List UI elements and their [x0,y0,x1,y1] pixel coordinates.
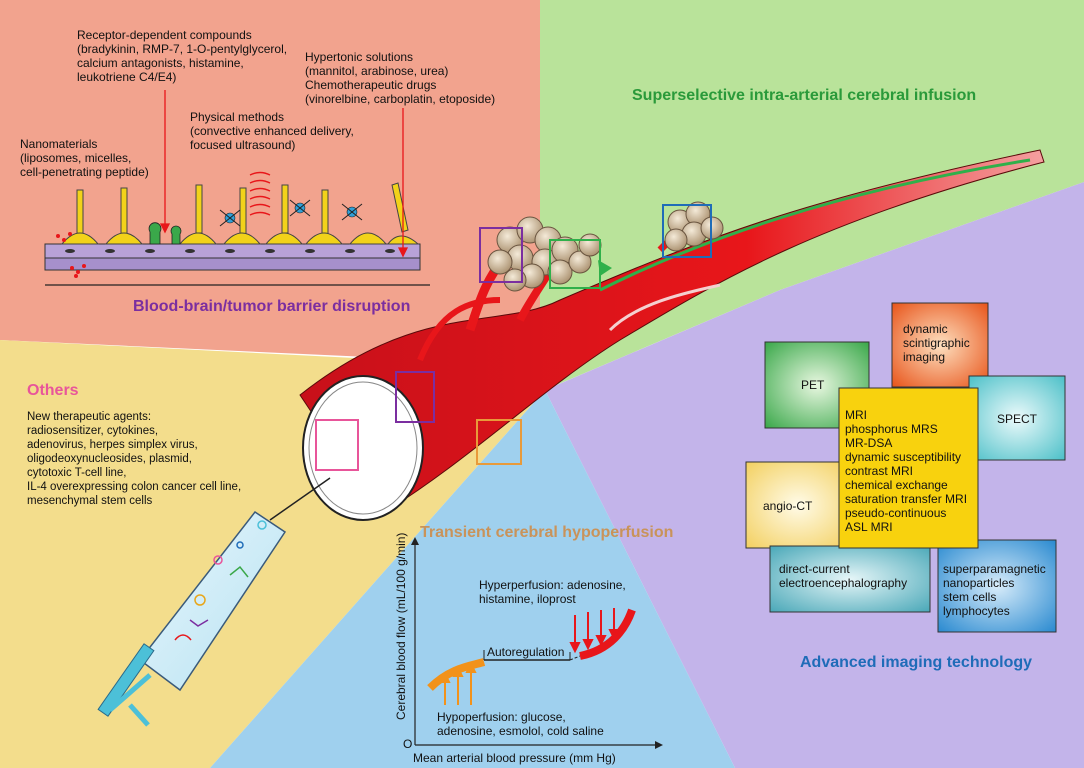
imaging-boxes [745,302,1066,633]
hypoperfusion-panel [210,390,735,768]
y-axis-label: Cerebral blood flow (mL/100 g/min) [394,533,408,720]
bbb-title: Blood-brain/tumor barrier disruption [133,298,411,315]
hypo-title: Transient cerebral hypoperfusion [420,524,674,541]
autoregulation-label: Autoregulation [487,645,564,659]
highlight-squares [315,204,712,471]
scintigraphic-label: dynamic scintigraphic imaging [903,322,970,364]
imaging-title: Advanced imaging technology [800,654,1033,671]
hypertonic-chemo-text: Hypertonic solutions (mannitol, arabinos… [305,50,496,106]
dc-eeg-label: direct-current electroencephalography [779,562,908,590]
nanomaterials-text: Nanomaterials (liposomes, micelles, cell… [20,137,149,179]
pet-label: PET [801,378,825,392]
angio-ct-label: angio-CT [763,499,813,513]
mri-label: MRI phosphorus MRS MR-DSA dynamic suscep… [845,408,968,534]
origin-label: O [403,737,412,751]
x-axis-label: Mean arterial blood pressure (mm Hg) [413,751,616,765]
superparamagnetic-label: superparamagnetic nanoparticles stem cel… [943,562,1046,618]
endothelium-illustration [44,90,430,286]
autoregulation-curve: O Mean arterial blood pressure (mm Hg) C… [394,533,663,765]
others-title: Others [27,382,79,399]
others-text: New therapeutic agents: radiosensitizer,… [27,411,242,507]
physical-methods-text: Physical methods (convective enhanced de… [190,110,354,152]
infusion-title: Superselective intra-arterial cerebral i… [632,87,977,104]
hypoperfusion-text: Hypoperfusion: glucose, adenosine, esmol… [437,710,604,738]
receptor-compounds-text: Receptor-dependent compounds (bradykinin… [77,28,288,84]
hyperperfusion-text: Hyperperfusion: adenosine, histamine, il… [479,578,626,606]
tumor-clusters [487,201,724,292]
spect-label: SPECT [997,412,1038,426]
syringe-illustration [97,477,331,727]
